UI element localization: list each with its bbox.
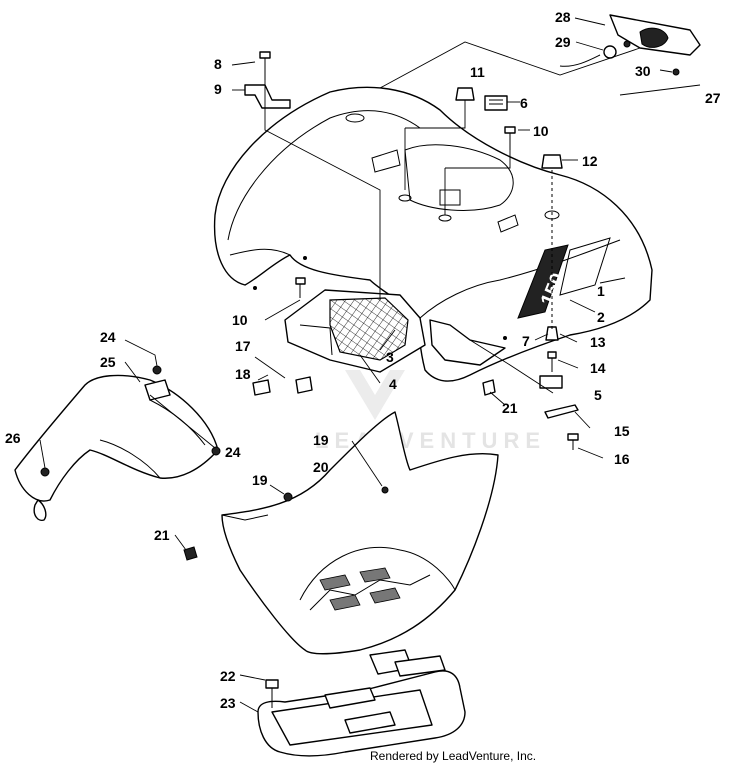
callout-23: 23 (220, 695, 236, 711)
callout-26: 26 (5, 430, 21, 446)
callout-11: 11 (470, 64, 485, 80)
callout-29: 29 (555, 34, 571, 50)
callout-27: 27 (705, 90, 721, 106)
footrest-bracket (257, 649, 466, 757)
callout-10-lower: 10 (232, 312, 248, 328)
callout-30: 30 (635, 63, 651, 79)
callout-10-upper: 10 (533, 123, 549, 139)
callout-13: 13 (590, 334, 606, 350)
callout-24-upper: 24 (100, 329, 116, 345)
callout-4: 4 (389, 376, 397, 392)
callout-24-lower: 24 (225, 444, 241, 460)
callout-28: 28 (555, 9, 571, 25)
callout-15: 15 (614, 423, 630, 439)
callout-3: 3 (386, 349, 394, 365)
callout-19-right: 19 (313, 432, 329, 448)
callout-17: 17 (235, 338, 251, 354)
callout-12: 12 (582, 153, 598, 169)
callout-1: 1 (597, 283, 605, 299)
callout-2: 2 (597, 309, 605, 325)
callout-20: 20 (313, 459, 329, 475)
callout-21-left: 21 (154, 527, 170, 543)
callout-18: 18 (235, 366, 251, 382)
left-side-panel (14, 374, 219, 522)
hardware (152, 51, 680, 708)
taillight (559, 14, 701, 67)
callout-19-left: 19 (252, 472, 268, 488)
callout-25: 25 (100, 354, 116, 370)
leader-lines (39, 17, 701, 713)
callout-5: 5 (594, 387, 602, 403)
callout-21-right: 21 (502, 400, 518, 416)
footwell (221, 411, 499, 655)
callout-16: 16 (614, 451, 630, 467)
callouts: 1 2 3 4 5 6 7 8 9 10 10 11 12 13 14 15 1… (5, 9, 721, 711)
callout-22: 22 (220, 668, 236, 684)
watermark-text: LEADVENTURE (315, 428, 546, 453)
callout-6: 6 (520, 95, 528, 111)
callout-14: 14 (590, 360, 606, 376)
callout-8: 8 (214, 56, 222, 72)
credit-text: Rendered by LeadVenture, Inc. (370, 749, 536, 763)
storage-box (284, 289, 426, 373)
callout-9: 9 (214, 81, 222, 97)
callout-7: 7 (522, 333, 530, 349)
